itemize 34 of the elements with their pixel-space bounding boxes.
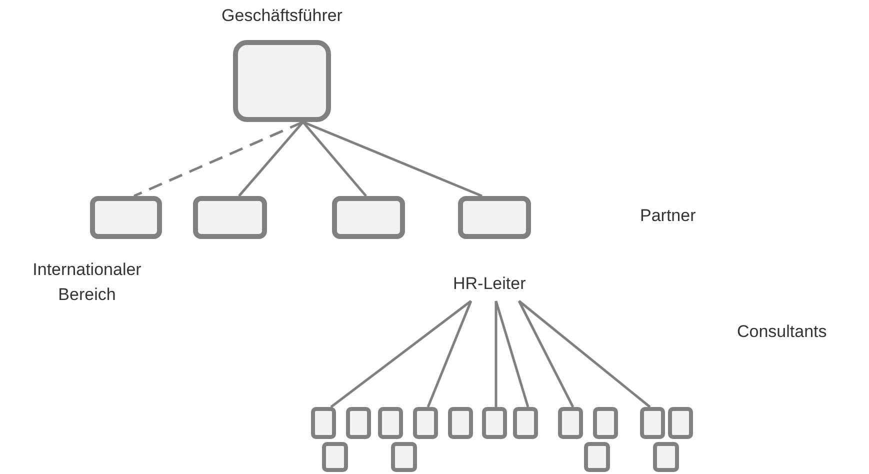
connector-line [494, 301, 498, 407]
org-box [378, 407, 403, 439]
org-box [558, 407, 583, 439]
org-box [584, 442, 610, 472]
org-box [193, 196, 267, 239]
connector-line [330, 300, 472, 408]
org-box [322, 442, 348, 472]
role-label: HR-Leiter [453, 274, 526, 294]
level-label: Partner [640, 206, 696, 226]
role-label: Geschäftsführer [222, 6, 342, 26]
org-box [391, 442, 417, 472]
connector-line [302, 121, 367, 197]
org-box [448, 407, 473, 439]
connector-line [494, 300, 530, 408]
org-box [513, 407, 538, 439]
org-box [90, 196, 162, 239]
connector-line [426, 300, 472, 408]
org-box [593, 407, 618, 439]
org-box [668, 407, 693, 439]
connector-line [238, 121, 304, 197]
connector-line [518, 300, 651, 408]
org-box [311, 407, 336, 439]
org-box [413, 407, 438, 439]
level-label: Consultants [737, 322, 827, 342]
org-box [482, 407, 507, 439]
connector-line [302, 120, 482, 198]
note-text: Internationaler Bereich [32, 259, 142, 306]
org-box [653, 442, 679, 472]
org-box [640, 407, 665, 439]
connector-line [134, 120, 304, 198]
connector-line [518, 300, 574, 408]
org-box [332, 196, 405, 239]
org-box [458, 196, 531, 239]
org-box [346, 407, 371, 439]
